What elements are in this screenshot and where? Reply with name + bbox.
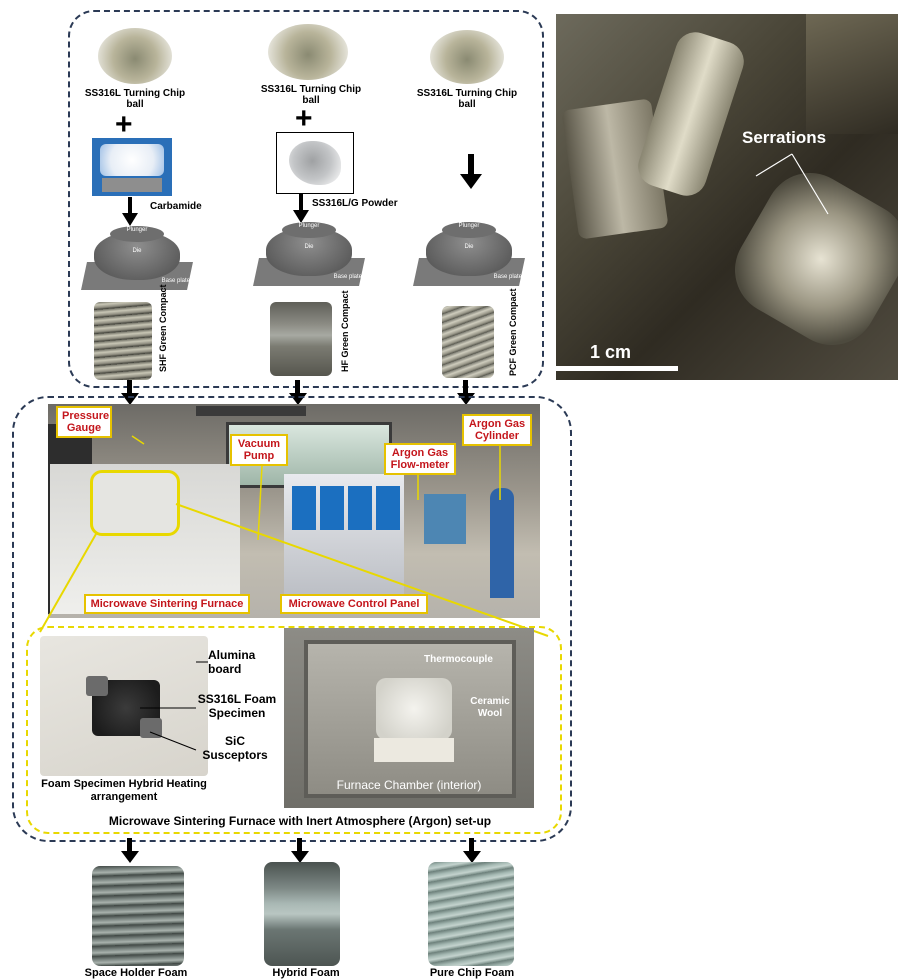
arrow-down-icon xyxy=(290,838,310,864)
thermocouple-label: Thermocouple xyxy=(424,654,493,665)
arrow-down-icon xyxy=(120,838,140,864)
hybrid-foam xyxy=(264,862,340,966)
output-label-1: Space Holder Foam xyxy=(56,967,216,979)
alumina-board-label: Alumina board xyxy=(208,648,268,676)
furnace-chamber-photo: Thermocouple Ceramic Wool Furnace Chambe… xyxy=(284,628,534,808)
space-holder-foam xyxy=(92,866,184,966)
arrow-down-icon xyxy=(462,838,482,864)
setup-caption: Microwave Sintering Furnace with Inert A… xyxy=(0,814,600,828)
output-label-3: Pure Chip Foam xyxy=(392,967,552,979)
ceramic-wool-label: Ceramic Wool xyxy=(460,696,520,720)
hybrid-caption: Foam Specimen Hybrid Heating arrangement xyxy=(36,778,212,804)
pure-chip-foam xyxy=(428,862,514,966)
foam-specimen-label: SS316L Foam Specimen xyxy=(196,692,278,720)
sic-susceptors-label: SiC Susceptors xyxy=(198,734,272,762)
chamber-caption: Furnace Chamber (interior) xyxy=(284,778,534,792)
output-label-2: Hybrid Foam xyxy=(226,967,386,979)
